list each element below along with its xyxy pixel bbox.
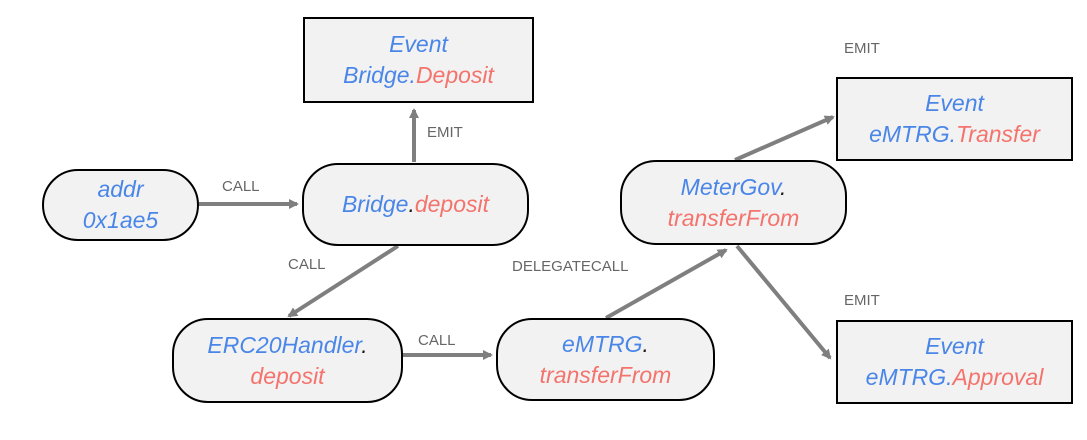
contract-name: eMTRG (865, 364, 947, 390)
edge-label-emit-approval: EMIT (844, 292, 880, 309)
arrow-metergov-to-approval (735, 244, 832, 360)
arrow-bridge-to-handler (287, 244, 400, 318)
event-name: Deposit (415, 62, 494, 88)
method-name: transferFrom (667, 204, 800, 231)
node-event-emtrg-transfer: Event eMTRG.Transfer (836, 77, 1073, 161)
node-addr: addr 0x1ae5 (42, 169, 199, 241)
edge-label-emit-transfer: EMIT (844, 40, 880, 57)
edge-label-delegatecall: DELEGATECALL (512, 258, 629, 275)
arrow-emtrg-to-metergov (605, 248, 728, 320)
edge-label-call-handler-emtrg: CALL (418, 332, 456, 349)
method-name: deposit (414, 191, 490, 217)
node-metergov-transferfrom: MeterGov. transferFrom (620, 160, 847, 245)
node-bridge-deposit: Bridge.deposit (302, 163, 529, 246)
node-erc20handler-contract-line: ERC20Handler. (207, 330, 367, 361)
node-addr-label: addr (97, 176, 144, 202)
edge-label-call-bridge-handler: CALL (288, 256, 326, 273)
separator-dot: . (946, 364, 953, 390)
node-bridge-deposit-text: Bridge.deposit (342, 189, 489, 220)
event-keyword: Event (389, 31, 448, 57)
contract-name: eMTRG (562, 330, 643, 357)
contract-name: Bridge (341, 191, 409, 217)
event-keyword: Event (925, 333, 984, 359)
separator-dot: . (361, 331, 368, 358)
event-name: Transfer (955, 121, 1040, 147)
node-metergov-contract-line: MeterGov. (681, 172, 787, 203)
node-event-bridge-deposit: Event Bridge.Deposit (303, 17, 534, 103)
contract-name: ERC20Handler (207, 331, 362, 358)
separator-dot: . (408, 191, 415, 217)
node-event-emtrg-transfer-text: eMTRG.Transfer (869, 119, 1040, 150)
node-event-emtrg-approval-text: eMTRG.Approval (866, 362, 1044, 393)
contract-name: eMTRG (869, 121, 950, 147)
node-event-bridge-deposit-text: Bridge.Deposit (343, 60, 494, 91)
separator-dot: . (642, 330, 649, 357)
method-name: deposit (250, 362, 325, 389)
separator-dot: . (409, 62, 416, 88)
method-name: transferFrom (539, 361, 672, 388)
node-event-emtrg-approval: Event eMTRG.Approval (836, 320, 1073, 404)
separator-dot: . (779, 173, 787, 200)
event-keyword: Event (925, 90, 984, 116)
contract-name: Bridge (343, 62, 410, 88)
node-erc20handler-deposit: ERC20Handler. deposit (172, 318, 403, 403)
separator-dot: . (949, 121, 956, 147)
edge-label-emit-bridge-event: EMIT (427, 124, 463, 141)
node-emtrg-transferfrom: eMTRG. transferFrom (496, 318, 715, 401)
arrow-metergov-to-transfer (734, 115, 835, 162)
node-addr-address: 0x1ae5 (82, 207, 159, 233)
node-emtrg-contract-line: eMTRG. (562, 329, 649, 360)
contract-name: MeterGov (680, 173, 780, 200)
edge-label-call-addr-bridge: CALL (222, 178, 260, 195)
event-name: Approval (952, 364, 1044, 390)
